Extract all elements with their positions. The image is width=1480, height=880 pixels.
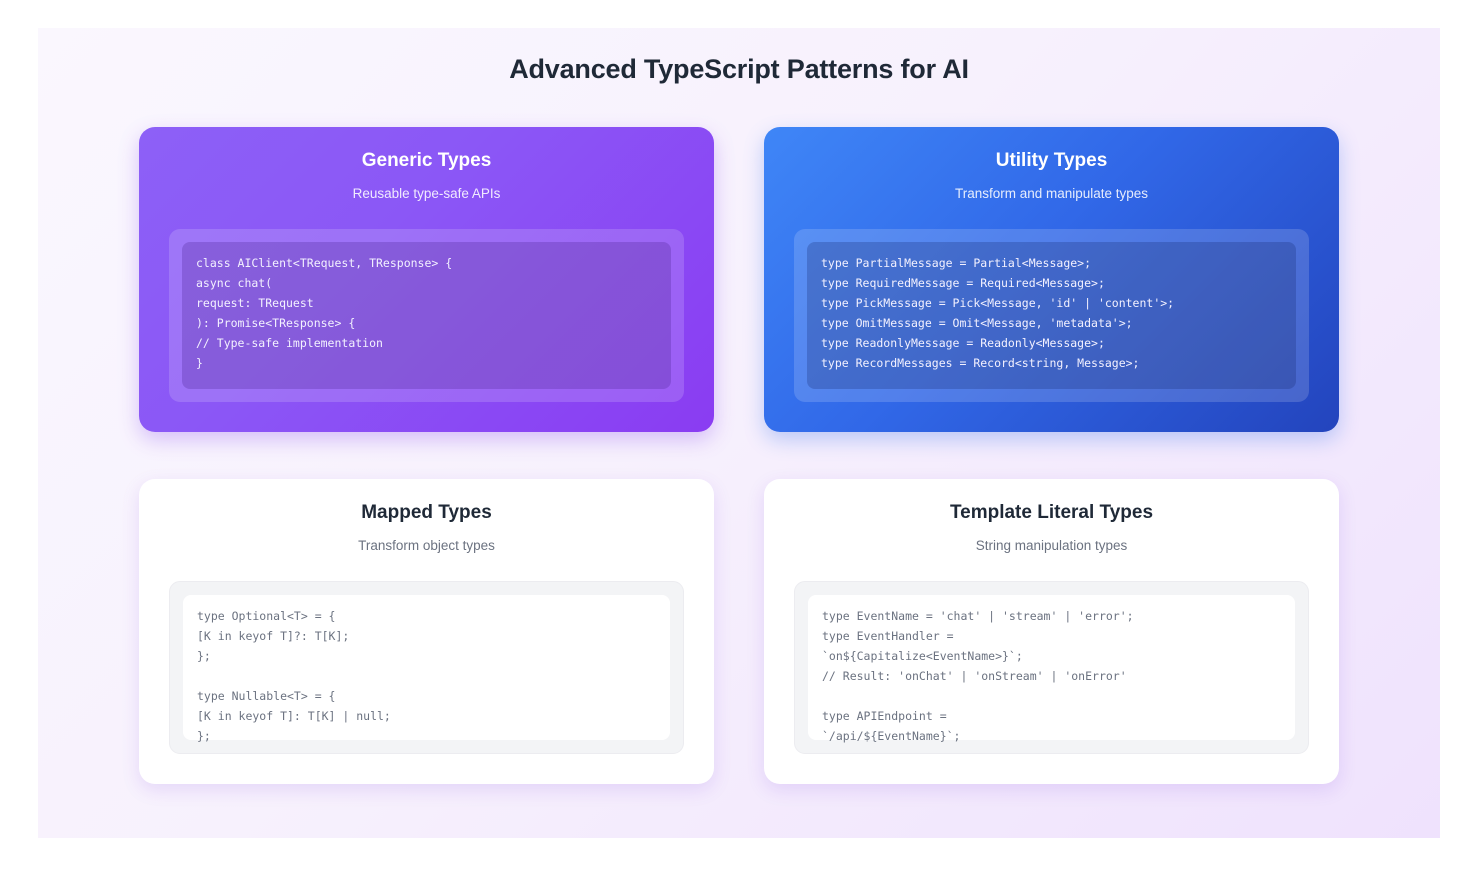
page-container: Advanced TypeScript Patterns for AI Gene…: [38, 28, 1440, 838]
code-text: type PartialMessage = Partial<Message>; …: [821, 255, 1175, 370]
code-block: type PartialMessage = Partial<Message>; …: [807, 241, 1296, 389]
code-block: type Optional<T> = { [K in keyof T]?: T[…: [183, 594, 670, 743]
code-container: type EventName = 'chat' | 'stream' | 'er…: [794, 580, 1309, 754]
card-subtitle: Transform and manipulate types: [954, 185, 1149, 201]
card-generic-types[interactable]: Generic Types Reusable type-safe APIs cl…: [139, 127, 714, 432]
pattern-card-grid: Generic Types Reusable type-safe APIs cl…: [139, 127, 1339, 784]
card-template-literal-types[interactable]: Template Literal Types String manipulati…: [764, 479, 1339, 784]
card-subtitle: Reusable type-safe APIs: [352, 185, 501, 201]
code-container: type PartialMessage = Partial<Message>; …: [794, 228, 1309, 402]
code-block: class AIClient<TRequest, TResponse> { as…: [182, 241, 671, 389]
card-title: Generic Types: [361, 150, 492, 171]
card-title: Mapped Types: [361, 502, 492, 523]
card-mapped-types[interactable]: Mapped Types Transform object types type…: [139, 479, 714, 784]
card-subtitle: Transform object types: [358, 537, 495, 553]
code-container: type Optional<T> = { [K in keyof T]?: T[…: [169, 580, 684, 754]
code-container: class AIClient<TRequest, TResponse> { as…: [169, 228, 684, 402]
page-title: Advanced TypeScript Patterns for AI: [509, 54, 969, 84]
code-text: type Optional<T> = { [K in keyof T]?: T[…: [197, 608, 391, 743]
code-text: type EventName = 'chat' | 'stream' | 'er…: [822, 608, 1134, 743]
card-title: Template Literal Types: [949, 502, 1154, 523]
card-subtitle: String manipulation types: [975, 537, 1128, 553]
code-block: type EventName = 'chat' | 'stream' | 'er…: [808, 594, 1295, 743]
card-title: Utility Types: [995, 150, 1108, 171]
card-utility-types[interactable]: Utility Types Transform and manipulate t…: [764, 127, 1339, 432]
code-text: class AIClient<TRequest, TResponse> { as…: [196, 255, 453, 370]
